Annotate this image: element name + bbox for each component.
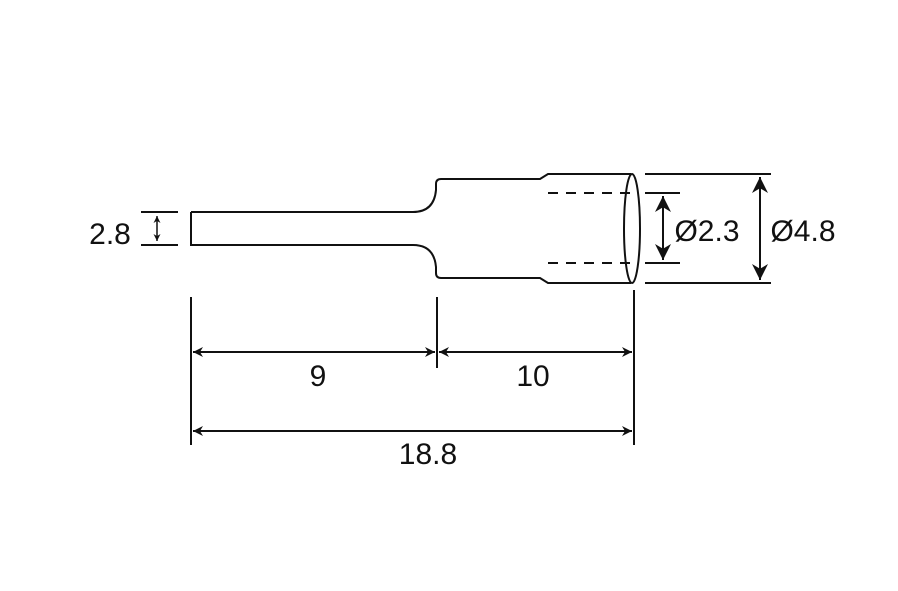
head-length-label: 10 <box>516 360 549 393</box>
total-length-label: 18.8 <box>399 438 457 471</box>
open-end-ellipse <box>623 173 641 284</box>
shaft-length-label: 9 <box>310 360 327 393</box>
part-outline <box>190 173 631 284</box>
outer-diameter-label: Ø4.8 <box>770 215 835 248</box>
shaft-diameter-label: 2.8 <box>89 218 131 251</box>
inner-diameter-label: Ø2.3 <box>674 215 739 248</box>
